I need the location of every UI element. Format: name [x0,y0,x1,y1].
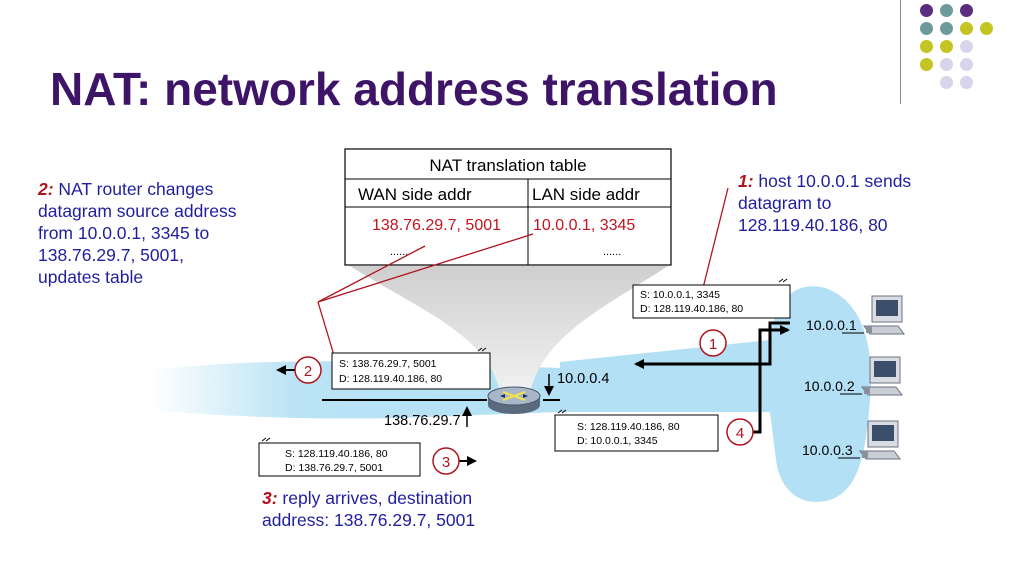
step-circle-1: 1 [699,329,727,357]
step1-note: 1: host 10.0.0.1 sends datagram to 128.1… [738,170,978,236]
nat-table-col-wan: WAN side addr [358,185,472,204]
step-circle-4-label: 4 [736,425,744,442]
callout-step2-b [317,233,534,303]
datagram-4-src: S: 128.119.40.186, 80 [577,421,680,433]
table-funnel [350,266,668,392]
lan-cloud [560,286,871,502]
nat-table-ellipsis-lan: ...... [603,246,621,258]
datagram-3-dst: D: 138.76.29.7, 5001 [285,462,383,474]
router-icon [487,386,541,414]
step-circle-2-label: 2 [304,363,312,380]
nat-table-row-wan: 138.76.29.7, 5001 [372,217,501,234]
computer-icon [859,420,901,460]
step2-number: 2: [38,179,54,199]
nat-table-row-lan: 10.0.0.1, 3345 [533,217,635,234]
step3-note: 3: reply arrives, destination address: 1… [262,487,562,531]
arrow-step1 [634,321,777,369]
arrow-step4 [753,325,790,434]
nat-table-ellipsis-wan: ...... [390,246,408,258]
router-wan-address: 138.76.29.7 [384,413,461,429]
step-circle-1-label: 1 [709,336,717,353]
callout-step1 [702,187,729,289]
step1-line-3: 128.119.40.186, 80 [738,215,888,235]
datagram-2-dst: D: 128.119.40.186, 80 [339,373,442,385]
step3-line-2: address: 138.76.29.7, 5001 [262,510,476,530]
host-3-address: 10.0.0.3 [802,442,853,458]
step-circle-2: 2 [294,356,322,384]
step1-number: 1: [738,171,754,191]
step2-line-5: updates table [38,267,144,287]
callout-step2-c [317,301,337,363]
step-circle-3: 3 [432,447,460,475]
datagram-1: S: 10.0.0.1, 3345 D: 128.119.40.186, 80 [632,278,791,319]
datagram-4: S: 128.119.40.186, 80 D: 10.0.0.1, 3345 [554,409,719,452]
decor-divider-line [900,0,901,104]
page-title: NAT: network address translation [50,63,778,115]
step-circle-3-label: 3 [442,454,450,471]
step2-line-4: 138.76.29.7, 5001, [38,245,184,265]
step-circle-4: 4 [726,418,754,446]
step3-number: 3: [262,488,278,508]
step2-line-1: NAT router changes [53,179,214,199]
datagram-1-src: S: 10.0.0.1, 3345 [640,289,720,301]
step3-line-1: reply arrives, destination [277,488,473,508]
datagram-3-src: S: 128.119.40.186, 80 [285,448,388,460]
datagram-1-dst: D: 128.119.40.186, 80 [640,303,743,315]
step1-line-1: host 10.0.0.1 sends [753,171,912,191]
router-lan-address: 10.0.0.4 [557,371,609,387]
host-2-address: 10.0.0.2 [804,378,855,394]
nat-table-title: NAT translation table [429,156,586,175]
step2-line-2: datagram source address [38,201,237,221]
host-1-address: 10.0.0.1 [806,317,857,333]
datagram-4-dst: D: 10.0.0.1, 3345 [577,435,658,447]
computer-icon [861,356,903,396]
datagram-2: S: 138.76.29.7, 5001 D: 128.119.40.186, … [331,347,491,390]
computer-icon [863,295,905,335]
nat-table-col-lan: LAN side addr [532,185,640,204]
datagram-3: S: 128.119.40.186, 80 D: 138.76.29.7, 50… [258,437,421,477]
step1-line-2: datagram to [738,193,832,213]
datagram-2-src: S: 138.76.29.7, 5001 [339,358,437,370]
step2-note: 2: NAT router changes datagram source ad… [38,178,308,288]
callout-step2-a [317,245,426,303]
step2-line-3: from 10.0.0.1, 3345 to [38,223,210,243]
